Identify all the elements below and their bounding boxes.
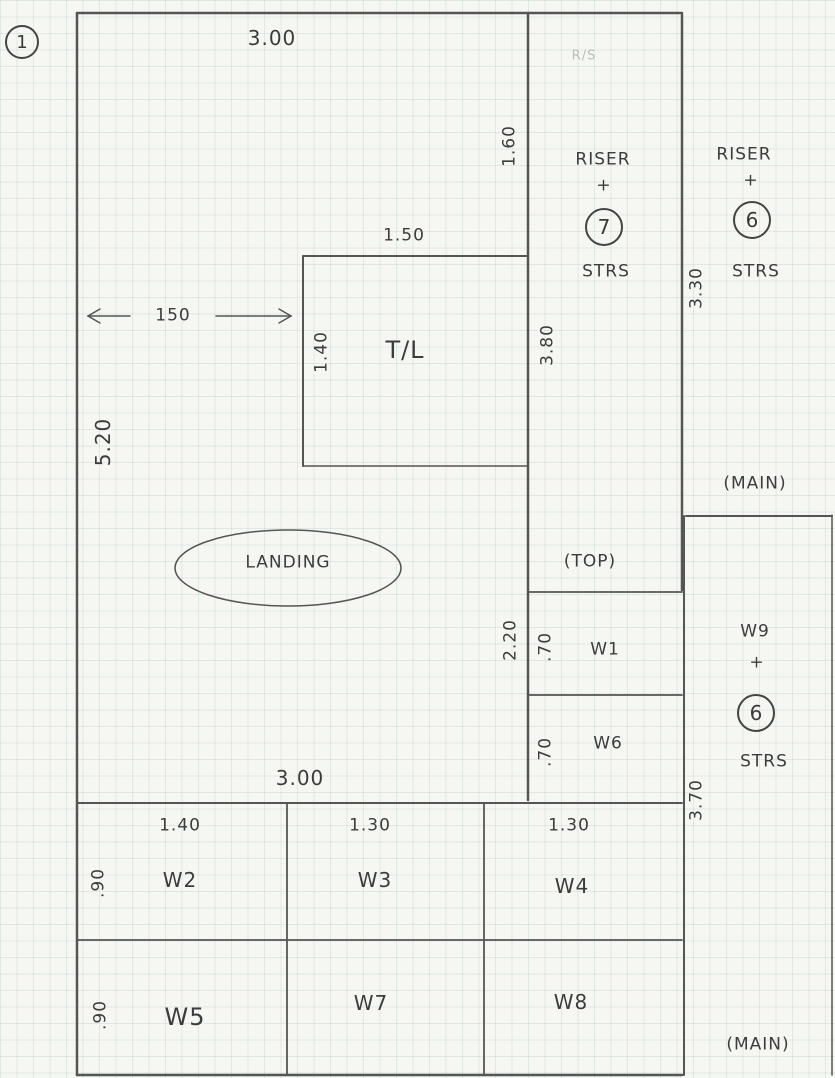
riser-left-height-mid: 3.80: [537, 324, 558, 366]
winder-row-height-1: .90: [88, 867, 109, 899]
riser-left-height-lower: 2.20: [500, 619, 521, 661]
landing-depth: 5.20: [91, 417, 115, 467]
riser-right-note: (MAIN): [723, 473, 787, 494]
w1-label: W1: [590, 639, 620, 660]
opening-width: 1.50: [383, 225, 425, 246]
w1-height: .70: [535, 631, 556, 663]
riser-right-count: 6: [745, 208, 759, 232]
landing-label: LANDING: [245, 552, 331, 573]
w6-height: .70: [535, 736, 556, 768]
w9-count-circle: 6: [737, 694, 775, 732]
riser-faint-note: R/S: [571, 48, 597, 64]
offset-arrowhead-right: [278, 308, 293, 324]
riser-left-count: 7: [597, 215, 611, 239]
landing-oval: [174, 529, 402, 607]
riser-right-stairs: STRS: [732, 261, 780, 282]
winder-col-width-3: 1.30: [548, 815, 590, 836]
landing-width-top: 3.00: [247, 26, 297, 50]
riser-right-height: 3.30: [686, 267, 707, 309]
riser-right-label: RISER: [716, 144, 772, 165]
riser-left-note: (TOP): [563, 551, 617, 572]
w9-label: W9: [740, 621, 770, 642]
opening-depth: 1.40: [311, 331, 332, 373]
winder-col-width-1: 1.40: [159, 815, 201, 836]
riser-left-plus: +: [596, 175, 612, 196]
riser-right-plus: +: [743, 170, 759, 191]
w3-label: W3: [357, 868, 393, 892]
offset-arrowhead-left: [86, 308, 101, 324]
w9-stairs: STRS: [740, 751, 788, 772]
w2-label: W2: [162, 868, 198, 892]
riser-right-count-circle: 6: [733, 201, 771, 239]
page-number: 1: [16, 31, 28, 53]
w8-label: W8: [553, 990, 589, 1014]
w9-count: 6: [749, 701, 763, 725]
landing-offset: 150: [155, 305, 191, 326]
w6-label: W6: [593, 733, 623, 754]
w9-plus: +: [749, 652, 765, 673]
riser-left-height-top: 1.60: [499, 125, 520, 167]
w5-label: W5: [164, 1003, 206, 1031]
winder-col-width-2: 1.30: [349, 815, 391, 836]
opening-label: T/L: [385, 336, 425, 364]
w7-label: W7: [353, 991, 389, 1015]
riser-left-count-circle: 7: [585, 208, 623, 246]
winder-row-height-2: .90: [90, 999, 111, 1031]
riser-left-label: RISER: [575, 149, 631, 170]
page-number-circle: 1: [5, 25, 39, 59]
riser-left-stairs: STRS: [582, 261, 630, 282]
w4-label: W4: [554, 874, 590, 898]
w9-height: 3.70: [686, 779, 707, 821]
w9-note: (MAIN): [726, 1034, 790, 1055]
landing-width-bottom: 3.00: [275, 766, 325, 790]
